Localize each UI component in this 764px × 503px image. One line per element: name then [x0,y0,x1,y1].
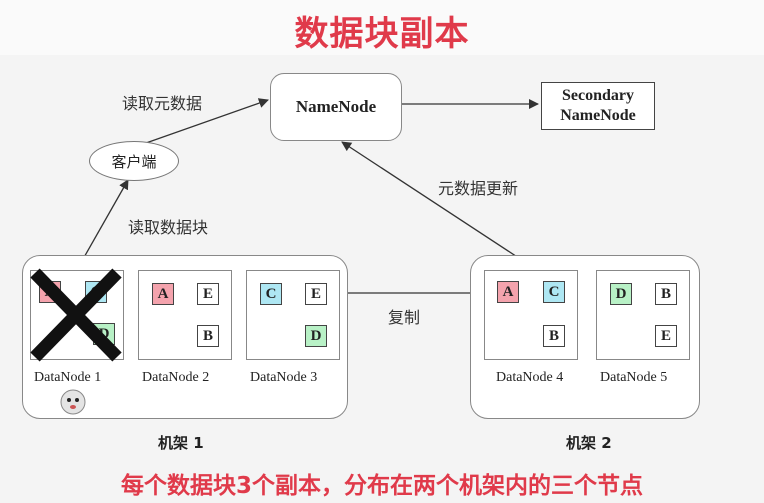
title-band [0,0,764,55]
datanode-5: D B E [596,270,690,360]
caption: 每个数据块3个副本，分布在两个机架内的三个节点 [120,473,643,499]
block-c: C [543,281,565,303]
failed-x-mark [30,268,122,362]
block-b: B [543,325,565,347]
secondary-namenode-box: Secondary NameNode [541,82,655,130]
secondary-line1: Secondary [562,87,634,104]
block-d: D [610,283,632,305]
secondary-line2: NameNode [560,107,636,124]
block-b: B [197,325,219,347]
block-b: B [655,283,677,305]
datanode-2: A E B [138,270,232,360]
datanode-1-label: DataNode 1 [34,370,102,385]
edge-label-metadata-update: 元数据更新 [438,179,519,198]
arrow-datanode4-to-namenode [341,141,532,267]
datanode-4-label: DataNode 4 [496,370,564,385]
edge-label-read-metadata: 读取元数据 [122,94,203,113]
block-e: E [655,325,677,347]
block-a: A [152,283,174,305]
block-c: C [260,283,282,305]
datanode-3: C E D [246,270,340,360]
block-d: D [305,325,327,347]
arrow-client-to-namenode [145,98,269,144]
datanode-5-label: DataNode 5 [600,370,668,385]
mascot-icon [58,386,88,416]
client-label: 客户端 [111,152,157,171]
namenode-label: NameNode [295,97,377,116]
client-ellipse: 客户端 [89,141,179,181]
datanode-2-label: DataNode 2 [142,370,210,385]
page-title: 数据块副本 [294,14,470,54]
block-a: A [497,281,519,303]
block-e: E [197,283,219,305]
datanode-1: A C D [30,268,124,362]
rack-1-label: 机架 1 [158,434,204,452]
rack-2-label: 机架 2 [566,434,612,452]
namenode-box: NameNode [270,73,402,141]
datanode-3-label: DataNode 3 [250,370,318,385]
block-e: E [305,283,327,305]
edge-label-read-blocks: 读取数据块 [128,218,209,237]
datanode-4: A C B [484,270,578,360]
edge-label-replicate: 复制 [388,308,421,327]
